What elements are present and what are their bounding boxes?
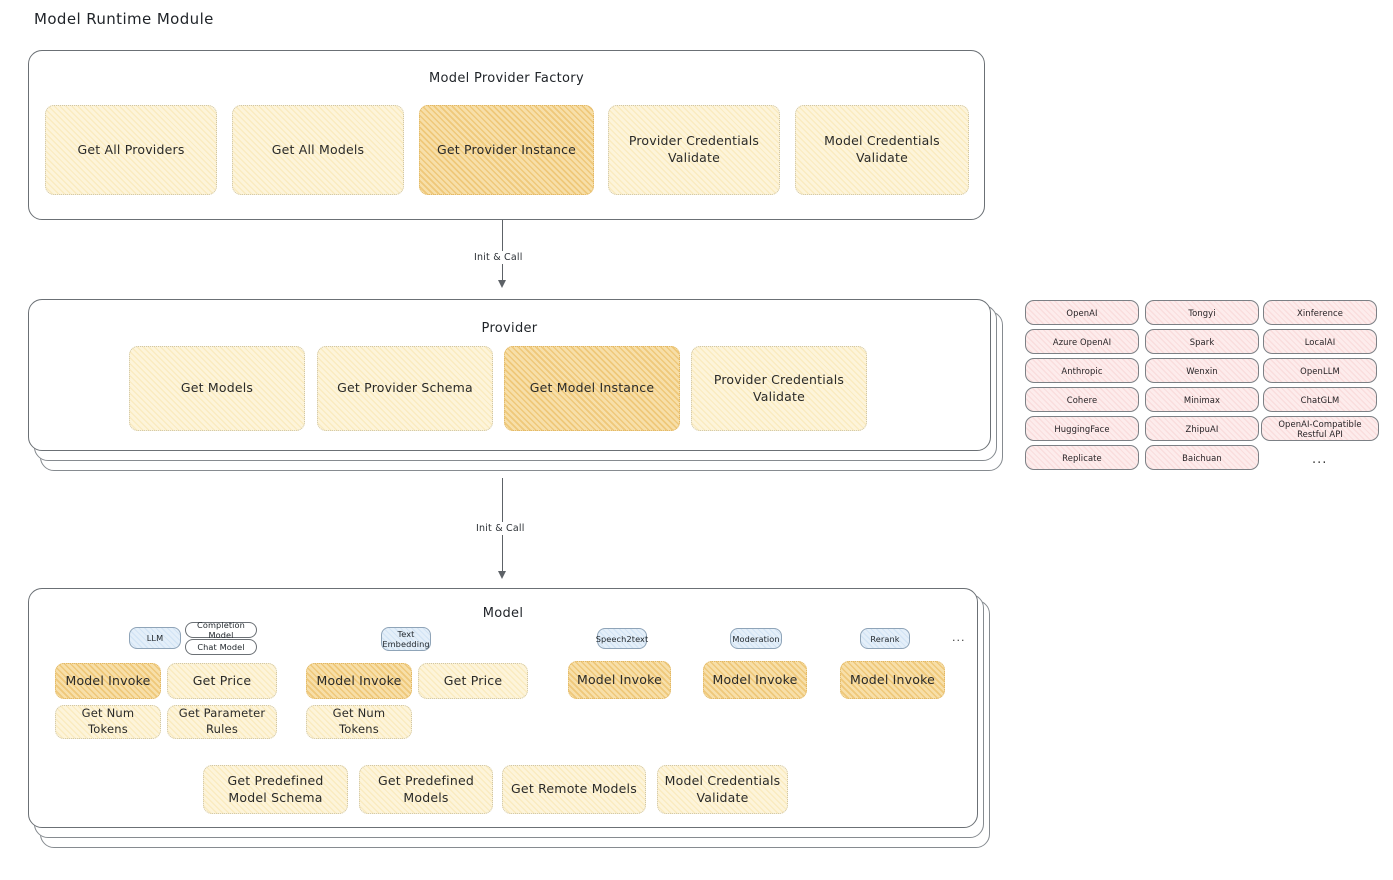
text-embedding-method-model-invoke[interactable]: Model Invoke — [306, 663, 412, 699]
llm-method-get-num-tokens[interactable]: Get Num Tokens — [55, 705, 161, 739]
factory-item-model-credentials-validate[interactable]: Model Credentials Validate — [795, 105, 969, 195]
arrow-factory-to-provider-label: Init & Call — [470, 251, 527, 264]
model-type-chip-rerank[interactable]: Rerank — [860, 628, 910, 649]
provider-pill-zhipuai[interactable]: ZhipuAI — [1145, 416, 1259, 441]
provider-pill-minimax[interactable]: Minimax — [1145, 387, 1259, 412]
provider-list-ellipsis: ... — [1312, 452, 1328, 467]
provider-item-get-provider-schema[interactable]: Get Provider Schema — [317, 346, 493, 431]
provider-pill-baichuan[interactable]: Baichuan — [1145, 445, 1259, 470]
llm-method-model-invoke[interactable]: Model Invoke — [55, 663, 161, 699]
provider-pill-replicate[interactable]: Replicate — [1025, 445, 1139, 470]
factory-item-get-provider-instance[interactable]: Get Provider Instance — [419, 105, 594, 195]
provider-pill-openllm[interactable]: OpenLLM — [1263, 358, 1377, 383]
arrow-provider-to-model-label: Init & Call — [472, 522, 529, 535]
moderation-method-model-invoke[interactable]: Model Invoke — [703, 661, 807, 699]
provider-pill-anthropic[interactable]: Anthropic — [1025, 358, 1139, 383]
provider-pill-spark[interactable]: Spark — [1145, 329, 1259, 354]
arrow-factory-to-provider-head — [498, 280, 506, 288]
provider-pill-tongyi[interactable]: Tongyi — [1145, 300, 1259, 325]
provider-item-get-model-instance[interactable]: Get Model Instance — [504, 346, 680, 431]
factory-item-provider-credentials-validate[interactable]: Provider Credentials Validate — [608, 105, 780, 195]
model-type-chip-text-embedding[interactable]: Text Embedding — [381, 627, 431, 651]
model-shared-method-get-predefined-models[interactable]: Get Predefined Models — [359, 765, 493, 814]
provider-pill-openai-compatible-restful-api[interactable]: OpenAI-Compatible Restful API — [1261, 416, 1379, 441]
provider-pill-xinference[interactable]: Xinference — [1263, 300, 1377, 325]
model-shared-method-model-credentials-validate[interactable]: Model Credentials Validate — [657, 765, 788, 814]
model-type-chip-speech2text[interactable]: Speech2text — [596, 628, 648, 649]
page-title: Model Runtime Module — [34, 10, 214, 28]
model-type-chip-llm[interactable]: LLM — [129, 627, 181, 649]
model-provider-factory-title: Model Provider Factory — [429, 71, 584, 86]
text-embedding-method-get-price[interactable]: Get Price — [418, 663, 528, 699]
model-types-ellipsis: ... — [952, 631, 966, 644]
model-subtype-chip-completion-model[interactable]: Completion Model — [185, 620, 257, 640]
provider-pill-chatglm[interactable]: ChatGLM — [1263, 387, 1377, 412]
provider-pill-openai[interactable]: OpenAI — [1025, 300, 1139, 325]
provider-pill-azure-openai[interactable]: Azure OpenAI — [1025, 329, 1139, 354]
provider-item-provider-credentials-validate[interactable]: Provider Credentials Validate — [691, 346, 867, 431]
provider-pill-huggingface[interactable]: HuggingFace — [1025, 416, 1139, 441]
model-shared-method-get-remote-models[interactable]: Get Remote Models — [502, 765, 646, 814]
model-shared-method-get-predefined-model-schema[interactable]: Get Predefined Model Schema — [203, 765, 348, 814]
provider-pill-localai[interactable]: LocalAI — [1263, 329, 1377, 354]
arrow-provider-to-model-head — [498, 571, 506, 579]
model-title: Model — [482, 606, 524, 621]
provider-pill-wenxin[interactable]: Wenxin — [1145, 358, 1259, 383]
model-type-chip-moderation[interactable]: Moderation — [730, 628, 782, 649]
model-subtype-chip-chat-model[interactable]: Chat Model — [185, 639, 257, 655]
rerank-method-model-invoke[interactable]: Model Invoke — [840, 661, 945, 699]
factory-item-get-all-models[interactable]: Get All Models — [232, 105, 404, 195]
speech2text-method-model-invoke[interactable]: Model Invoke — [568, 661, 671, 699]
llm-method-get-parameter-rules[interactable]: Get Parameter Rules — [167, 705, 277, 739]
text-embedding-method-get-num-tokens[interactable]: Get Num Tokens — [306, 705, 412, 739]
llm-method-get-price[interactable]: Get Price — [167, 663, 277, 699]
provider-item-get-models[interactable]: Get Models — [129, 346, 305, 431]
factory-item-get-all-providers[interactable]: Get All Providers — [45, 105, 217, 195]
provider-title: Provider — [481, 321, 538, 336]
provider-pill-cohere[interactable]: Cohere — [1025, 387, 1139, 412]
